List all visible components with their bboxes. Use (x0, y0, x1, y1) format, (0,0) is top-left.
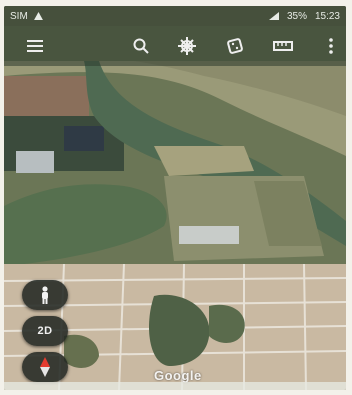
carrier-label: SIM (10, 10, 28, 22)
more-vertical-icon[interactable] (320, 35, 342, 57)
pegman-icon (42, 286, 48, 304)
compass-button[interactable] (22, 352, 68, 382)
clock: 15:23 (314, 10, 340, 22)
ship-wheel-icon[interactable] (176, 35, 198, 57)
hamburger-menu-icon[interactable] (24, 35, 46, 57)
view-mode-button[interactable]: 2D (22, 316, 68, 346)
earth-app-screen: SIM 35% 15:23 2D (4, 6, 346, 390)
view-mode-label: 2D (37, 325, 53, 337)
compass-icon (40, 357, 50, 377)
bottom-strip (4, 382, 346, 390)
warning-icon (33, 12, 43, 20)
search-icon[interactable] (130, 35, 152, 57)
battery-percent: 35% (286, 10, 307, 22)
status-bar: SIM 35% 15:23 (4, 6, 346, 26)
google-watermark: Google (154, 368, 202, 383)
pegman-button[interactable] (22, 280, 68, 310)
ruler-icon[interactable] (272, 35, 294, 57)
earth-toolbar (4, 26, 346, 66)
dice-icon[interactable] (224, 35, 246, 57)
signal-icon (268, 12, 279, 20)
